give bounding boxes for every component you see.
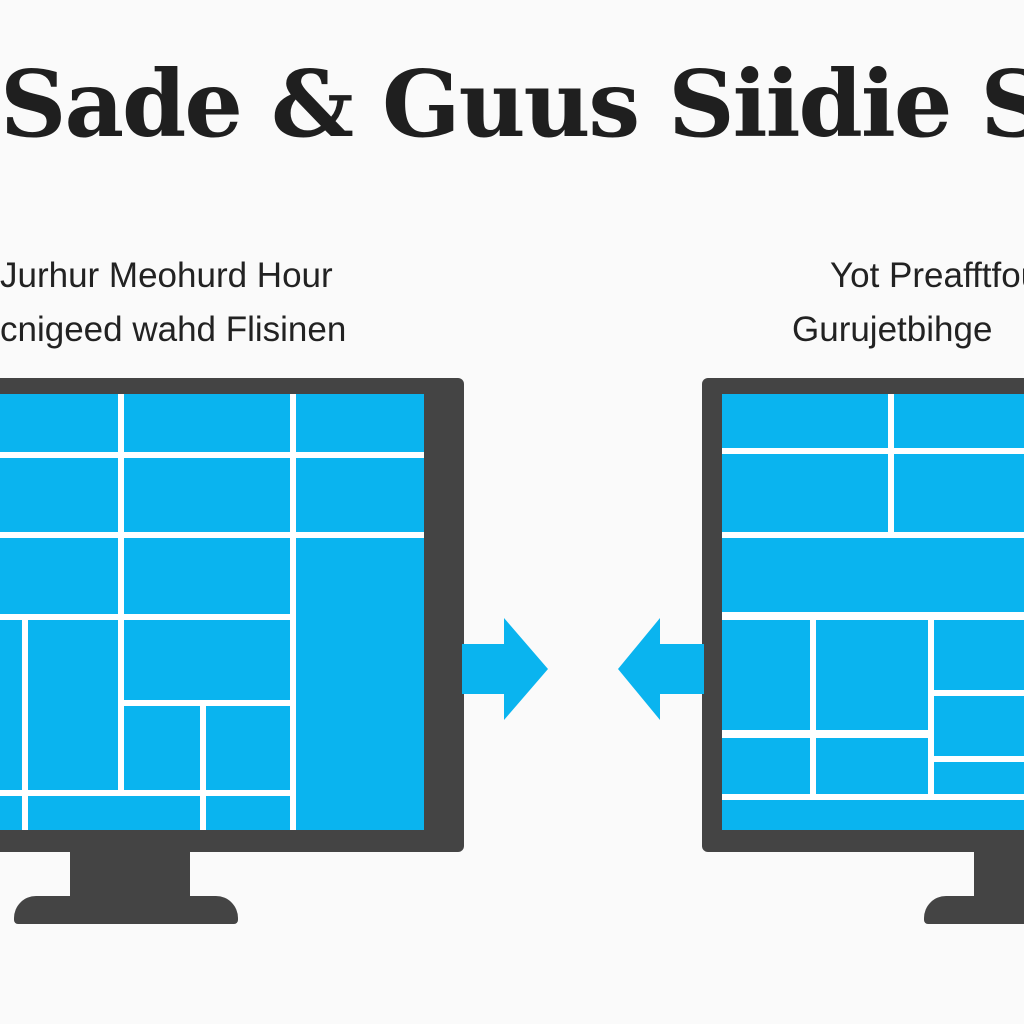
right-monitor-neck [974,850,1024,900]
layout-tile [28,796,200,830]
layout-tile [124,706,200,790]
layout-tile [722,620,810,730]
layout-tile [124,394,290,452]
layout-tile [296,538,424,830]
layout-tile [206,796,290,830]
diagram-title: Sade & Guus Siidie Soqui [0,50,1024,158]
layout-tile [206,706,290,790]
right-caption-line-2: Gurujetbihge [792,310,993,349]
layout-tile [124,538,290,614]
layout-tile [722,738,810,794]
right-monitor-base [924,896,1024,924]
right-caption-line-1: Yot Preafftfou [830,256,1024,295]
layout-tile [0,458,118,532]
layout-tile [816,620,928,730]
layout-tile [296,458,424,532]
layout-tile [0,620,22,790]
left-caption-line-1: Jurhur Meohurd Hour [0,256,333,295]
layout-tile [934,620,1024,690]
layout-tile [0,538,118,614]
right-monitor-screen [722,394,1024,830]
left-monitor [0,378,464,852]
right-monitor [702,378,1024,852]
layout-tile [894,394,1024,448]
layout-tile [28,620,118,790]
layout-tile [894,454,1024,532]
layout-tile [722,800,1024,830]
left-monitor-base [14,896,238,924]
layout-tile [124,458,290,532]
layout-tile [722,454,888,532]
layout-tile [0,796,22,830]
layout-tile [934,696,1024,756]
layout-tile [934,762,1024,794]
left-monitor-neck [70,850,190,900]
layout-tile [296,394,424,452]
layout-tile [722,538,1024,612]
layout-tile [816,738,928,794]
arrow-left-icon [614,614,704,724]
left-monitor-screen [0,394,424,830]
layout-tile [124,620,290,700]
left-caption-line-2: cnigeed wahd Flisinen [0,310,347,349]
layout-tile [722,394,888,448]
arrow-right-icon [462,614,552,724]
layout-tile [0,394,118,452]
